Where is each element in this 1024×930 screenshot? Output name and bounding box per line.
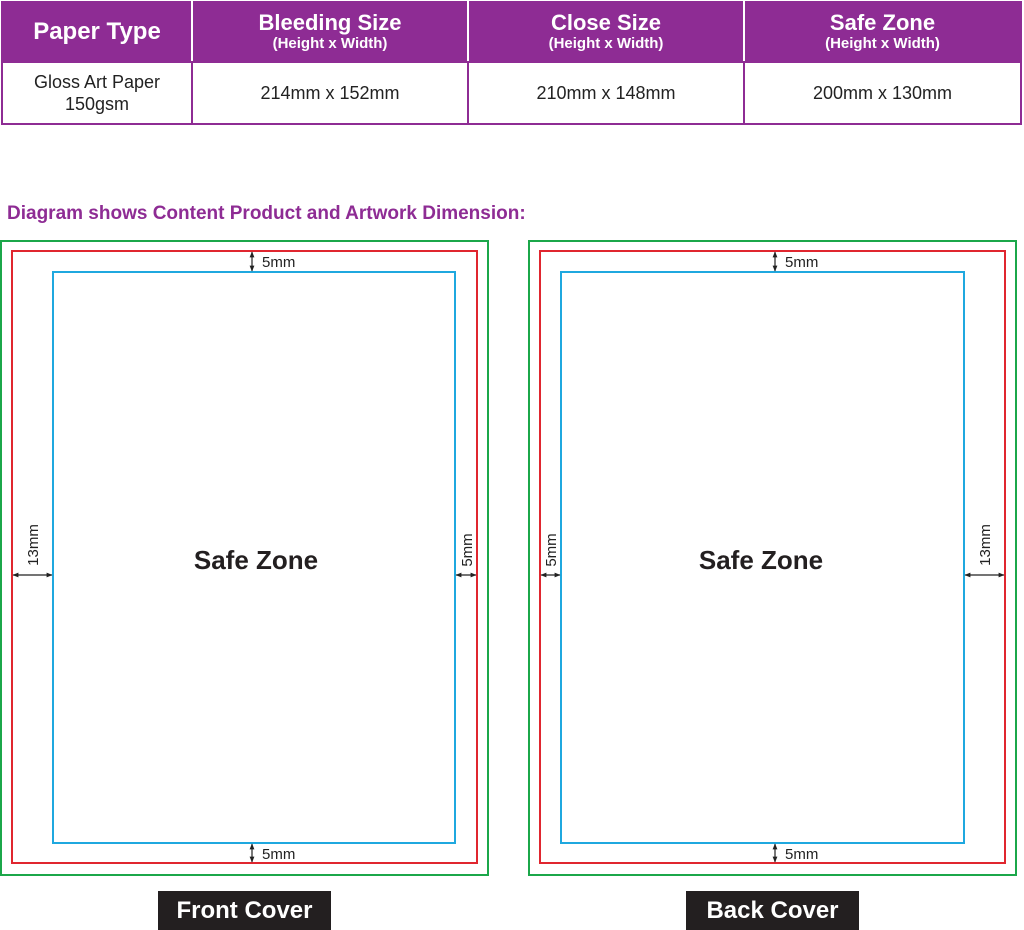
paper-weight-line: 150gsm (64, 94, 130, 114)
header-subtitle: (Height x Width) (548, 35, 664, 52)
safe-zone-outline (560, 271, 965, 844)
header-paper-type: Paper Type (1, 1, 193, 63)
cell-safe-zone: 200mm x 130mm (743, 61, 1022, 125)
spec-table: Paper Type Bleeding Size (Height x Width… (1, 1, 1022, 125)
back-cover-caption: Back Cover (686, 891, 859, 930)
front-cover-caption: Front Cover (158, 891, 331, 930)
trim-outline (11, 250, 478, 864)
bleed-outline (0, 240, 489, 876)
header-close-size: Close Size (Height x Width) (467, 1, 745, 63)
cell-close-size: 210mm x 148mm (467, 61, 745, 125)
header-bleeding-size: Bleeding Size (Height x Width) (191, 1, 469, 63)
table-row: Gloss Art Paper 150gsm 214mm x 152mm 210… (1, 61, 1022, 125)
paper-type-line: Gloss Art Paper (33, 72, 161, 92)
cell-bleeding-size: 214mm x 152mm (191, 61, 469, 125)
safe-zone-label: Safe Zone (194, 545, 318, 575)
left-margin-label: 5mm (543, 533, 560, 566)
top-margin-label: 5mm (262, 254, 295, 271)
trim-outline (539, 250, 1006, 864)
header-subtitle: (Height x Width) (825, 35, 940, 52)
table-header-row: Paper Type Bleeding Size (Height x Width… (1, 1, 1022, 63)
left-margin-label: 13mm (25, 524, 42, 566)
header-title: Safe Zone (829, 10, 936, 35)
header-title: Bleeding Size (258, 10, 402, 35)
back-cover-diagram: 5mm 5mm 5mm 13mm Safe Zone (528, 240, 1018, 877)
header-title: Close Size (550, 10, 662, 35)
header-safe-zone: Safe Zone (Height x Width) (743, 1, 1022, 63)
bottom-margin-label: 5mm (785, 846, 818, 863)
safe-zone-outline (52, 271, 456, 844)
header-subtitle: (Height x Width) (272, 35, 388, 52)
top-margin-label: 5mm (785, 254, 818, 271)
right-margin-label: 13mm (977, 524, 994, 566)
header-title: Paper Type (33, 18, 161, 45)
diagram-title: Diagram shows Content Product and Artwor… (7, 203, 526, 224)
cell-paper-type: Gloss Art Paper 150gsm (1, 61, 193, 125)
right-margin-label: 5mm (459, 533, 476, 566)
bottom-margin-label: 5mm (262, 846, 295, 863)
front-cover-diagram: 5mm 5mm 13mm 5mm Safe Zone (0, 240, 490, 877)
safe-zone-label: Safe Zone (699, 545, 823, 575)
bleed-outline (528, 240, 1017, 876)
